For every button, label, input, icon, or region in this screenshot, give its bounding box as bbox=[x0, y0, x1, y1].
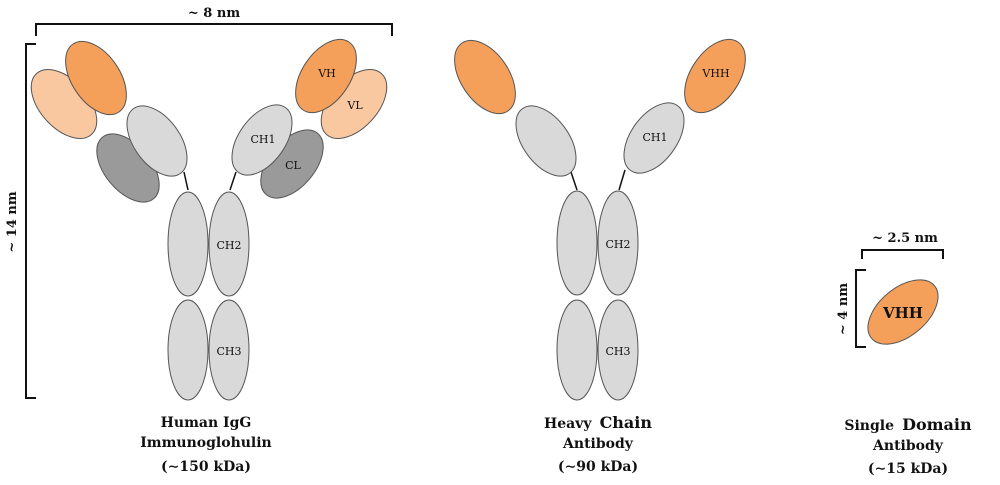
hcab-caption-line3: (∼90 kDa) bbox=[558, 459, 638, 475]
sdab-caption-word2: Domain bbox=[902, 415, 972, 434]
igg-ch3-right bbox=[208, 299, 250, 401]
hcab-ch3-label: CH3 bbox=[605, 345, 630, 358]
hcab-structure: VHH CH1 CH2 CH3 Heavy Chain Antibody (∼9… bbox=[454, 38, 746, 475]
sdab-vhh-domain bbox=[867, 279, 939, 345]
sdab-width-label: ~ 2.5 nm bbox=[872, 231, 938, 246]
igg-width-bracket bbox=[35, 23, 393, 36]
igg-ch2-left bbox=[167, 191, 209, 297]
sdab-height-bracket bbox=[855, 269, 866, 348]
igg-caption-line3: (∼150 kDa) bbox=[161, 459, 251, 475]
hcab-right-vhh-domain bbox=[684, 38, 746, 114]
igg-structure: ~ 8 nm ~ 14 nm VH VL CH1 CL CH2 CH3 Huma… bbox=[5, 6, 393, 475]
hcab-hinge-left bbox=[570, 171, 578, 191]
hcab-left-vhh-domain bbox=[454, 39, 516, 115]
hcab-caption-word2: Chain bbox=[600, 413, 653, 432]
hcab-ch3-left bbox=[556, 299, 598, 401]
hcab-caption-line2: Antibody bbox=[562, 436, 634, 452]
igg-hinge-left bbox=[183, 171, 189, 191]
hcab-ch2-right bbox=[597, 190, 639, 296]
igg-caption-line1: Human IgG bbox=[161, 415, 252, 431]
igg-ch3-left bbox=[167, 299, 209, 401]
igg-right-vh-domain bbox=[295, 38, 357, 114]
sdab-caption-line2: Antibody bbox=[872, 438, 944, 454]
hcab-ch1-label: CH1 bbox=[642, 131, 667, 144]
hcab-vhh-label: VHH bbox=[701, 67, 729, 80]
hcab-hinge-right bbox=[618, 169, 626, 191]
hcab-caption-word1: Heavy bbox=[544, 416, 592, 432]
sdab-structure: ~ 2.5 nm ~ 4 nm VHH Single Domain Antibo… bbox=[836, 231, 972, 477]
igg-height-label: ~ 14 nm bbox=[5, 191, 20, 252]
hcab-ch3-right bbox=[597, 299, 639, 401]
igg-hinge-right bbox=[229, 171, 237, 191]
igg-height-bracket bbox=[25, 43, 36, 399]
sdab-caption-line1: Single Domain bbox=[844, 415, 972, 434]
sdab-width-bracket bbox=[861, 249, 944, 259]
igg-cl-label: CL bbox=[285, 159, 301, 172]
sdab-caption-word1: Single bbox=[844, 418, 894, 434]
igg-vl-label: VL bbox=[346, 99, 363, 112]
hcab-right-ch1-domain bbox=[623, 102, 685, 174]
hcab-caption-line1: Heavy Chain bbox=[544, 413, 652, 432]
sdab-vhh-label: VHH bbox=[882, 304, 923, 322]
igg-ch2-label: CH2 bbox=[216, 239, 241, 252]
hcab-left-ch1-domain bbox=[515, 105, 577, 177]
igg-width-label: ~ 8 nm bbox=[188, 6, 240, 21]
igg-ch1-label: CH1 bbox=[250, 133, 275, 146]
igg-left-ch1-domain bbox=[126, 105, 188, 177]
igg-right-ch1-domain bbox=[231, 104, 293, 176]
igg-vh-label: VH bbox=[317, 67, 336, 80]
hcab-ch2-label: CH2 bbox=[605, 238, 630, 251]
igg-ch3-label: CH3 bbox=[216, 345, 241, 358]
sdab-height-label: ~ 4 nm bbox=[836, 283, 851, 335]
igg-left-vh-domain bbox=[65, 40, 127, 116]
igg-caption-line2: Immunoglohulin bbox=[140, 435, 272, 451]
igg-ch2-right bbox=[208, 191, 250, 297]
hcab-ch2-left bbox=[556, 190, 598, 296]
sdab-caption-line3: (∼15 kDa) bbox=[868, 461, 948, 477]
